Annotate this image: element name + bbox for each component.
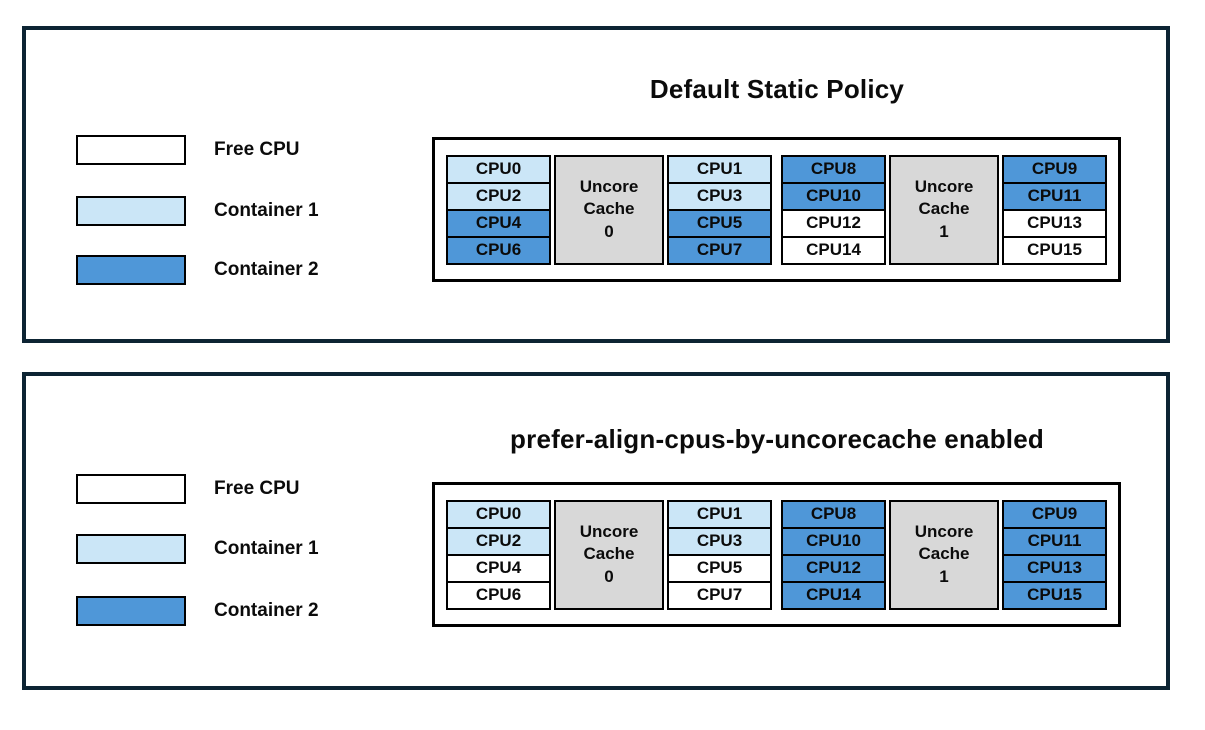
- cpu-cell: CPU2: [446, 181, 551, 211]
- uncore-cache-0-group: CPU0 CPU2 CPU4 CPU6 Uncore Cache 0 CPU1 …: [446, 499, 772, 610]
- cpu-topology-diagram: CPU0 CPU2 CPU4 CPU6 Uncore Cache 0 CPU1 …: [432, 482, 1121, 627]
- legend-item-container-2: Container 2: [76, 255, 319, 285]
- uncore-cache-block: Uncore Cache 1: [889, 499, 999, 610]
- cpu-column-left: CPU0 CPU2 CPU4 CPU6: [446, 154, 551, 265]
- cpu-cell: CPU8: [781, 499, 886, 529]
- legend-item-container-2: Container 2: [76, 596, 319, 626]
- cpu-cell: CPU5: [667, 553, 772, 583]
- cpu-cell: CPU10: [781, 181, 886, 211]
- cpu-column-left: CPU0 CPU2 CPU4 CPU6: [446, 499, 551, 610]
- cpu-cell: CPU4: [446, 208, 551, 238]
- legend-item-free-cpu: Free CPU: [76, 135, 300, 165]
- panel-prefer-align-cpus-by-uncorecache: prefer-align-cpus-by-uncorecache enabled…: [22, 372, 1170, 690]
- cpu-column-right: CPU1 CPU3 CPU5 CPU7: [667, 499, 772, 610]
- uncore-cache-0-group: CPU0 CPU2 CPU4 CPU6 Uncore Cache 0 CPU1 …: [446, 154, 772, 265]
- cpu-column-left: CPU8 CPU10 CPU12 CPU14: [781, 499, 886, 610]
- page-title: prefer-align-cpus-by-uncorecache enabled: [510, 424, 1044, 454]
- cpu-cell: CPU14: [781, 235, 886, 265]
- legend-swatch-container-2: [76, 596, 186, 626]
- cpu-cell: CPU10: [781, 526, 886, 556]
- cpu-topology-diagram: CPU0 CPU2 CPU4 CPU6 Uncore Cache 0 CPU1 …: [432, 137, 1121, 282]
- cpu-column-right: CPU9 CPU11 CPU13 CPU15: [1002, 154, 1107, 265]
- cpu-cell: CPU7: [667, 235, 772, 265]
- cpu-cell: CPU6: [446, 580, 551, 610]
- cpu-cell: CPU15: [1002, 235, 1107, 265]
- legend-label: Container 1: [214, 200, 319, 221]
- cpu-cell: CPU3: [667, 526, 772, 556]
- legend-label: Free CPU: [214, 139, 300, 160]
- cpu-cell: CPU12: [781, 208, 886, 238]
- cpu-cell: CPU15: [1002, 580, 1107, 610]
- legend-label: Container 1: [214, 538, 319, 559]
- legend-label: Free CPU: [214, 478, 300, 499]
- legend-label: Container 2: [214, 259, 319, 280]
- cpu-column-left: CPU8 CPU10 CPU12 CPU14: [781, 154, 886, 265]
- cpu-cell: CPU3: [667, 181, 772, 211]
- legend-swatch-container-2: [76, 255, 186, 285]
- legend-label: Container 2: [214, 600, 319, 621]
- cpu-cell: CPU0: [446, 499, 551, 529]
- cpu-cell: CPU6: [446, 235, 551, 265]
- panel-default-static-policy: Default Static Policy Free CPU Container…: [22, 26, 1170, 343]
- cpu-cell: CPU11: [1002, 181, 1107, 211]
- cpu-cell: CPU5: [667, 208, 772, 238]
- cpu-cell: CPU1: [667, 154, 772, 184]
- uncore-cache-block: Uncore Cache 0: [554, 499, 664, 610]
- cpu-column-right: CPU1 CPU3 CPU5 CPU7: [667, 154, 772, 265]
- uncore-cache-1-group: CPU8 CPU10 CPU12 CPU14 Uncore Cache 1 CP…: [781, 499, 1107, 610]
- cpu-cell: CPU13: [1002, 208, 1107, 238]
- uncore-cache-block: Uncore Cache 1: [889, 154, 999, 265]
- uncore-cache-1-group: CPU8 CPU10 CPU12 CPU14 Uncore Cache 1 CP…: [781, 154, 1107, 265]
- cpu-column-right: CPU9 CPU11 CPU13 CPU15: [1002, 499, 1107, 610]
- legend-item-free-cpu: Free CPU: [76, 474, 300, 504]
- legend-swatch-free-cpu: [76, 135, 186, 165]
- uncore-cache-block: Uncore Cache 0: [554, 154, 664, 265]
- cpu-cell: CPU12: [781, 553, 886, 583]
- cpu-cell: CPU0: [446, 154, 551, 184]
- legend-swatch-container-1: [76, 534, 186, 564]
- cpu-cell: CPU11: [1002, 526, 1107, 556]
- cpu-cell: CPU2: [446, 526, 551, 556]
- cpu-cell: CPU14: [781, 580, 886, 610]
- page-title: Default Static Policy: [649, 74, 905, 104]
- legend-swatch-container-1: [76, 196, 186, 226]
- cpu-cell: CPU8: [781, 154, 886, 184]
- cpu-cell: CPU9: [1002, 499, 1107, 529]
- legend-item-container-1: Container 1: [76, 196, 319, 226]
- legend-item-container-1: Container 1: [76, 534, 319, 564]
- cpu-cell: CPU4: [446, 553, 551, 583]
- cpu-cell: CPU9: [1002, 154, 1107, 184]
- cpu-cell: CPU7: [667, 580, 772, 610]
- cpu-cell: CPU13: [1002, 553, 1107, 583]
- cpu-cell: CPU1: [667, 499, 772, 529]
- legend-swatch-free-cpu: [76, 474, 186, 504]
